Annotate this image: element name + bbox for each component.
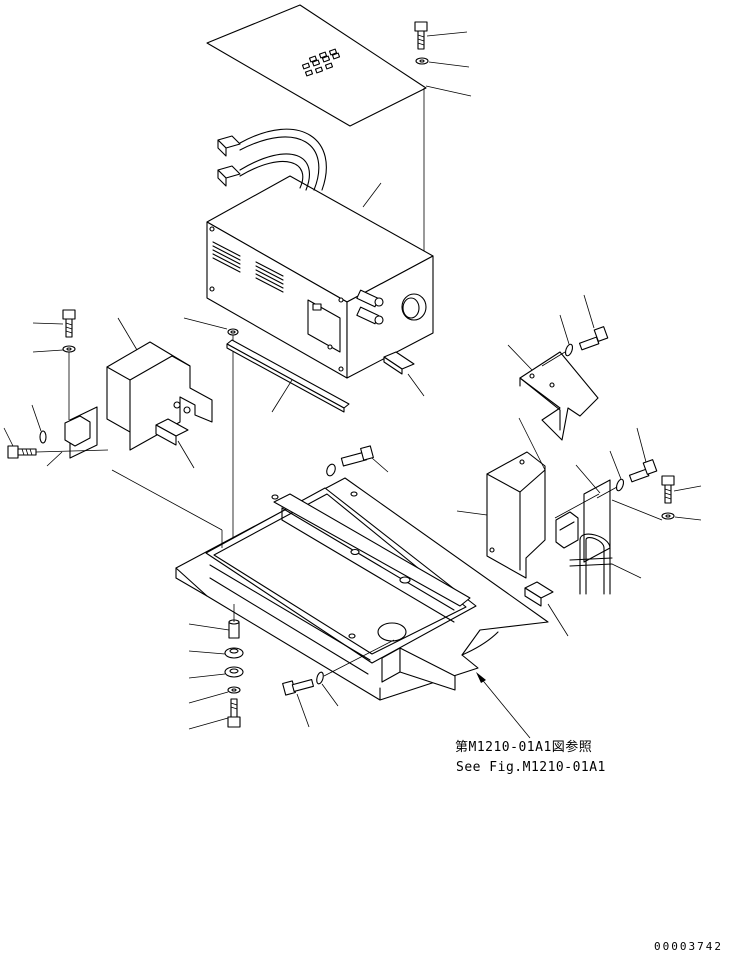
bolt-right-vertical <box>661 475 702 504</box>
right-top-cover <box>519 351 599 441</box>
spacer-pin <box>188 619 240 639</box>
long-strap <box>226 339 350 413</box>
washer-left-vertical <box>32 345 76 353</box>
leader-cover-plate <box>425 85 472 97</box>
washer-bottom-small <box>188 686 241 704</box>
bolt-tray-top <box>340 445 389 473</box>
washer-left-horizontal <box>31 404 47 444</box>
assembly-line-bottom-center <box>323 639 395 677</box>
bolt-right-upper <box>578 294 609 351</box>
washer-bottom-large <box>188 666 244 679</box>
assembly-line-right-plate-2 <box>575 464 601 494</box>
assembly-line-right-vertical <box>611 499 663 521</box>
base-tray-reference-arrow <box>476 672 531 739</box>
box-vent-right <box>255 261 284 293</box>
reference-note: 第M1210-01A1図参照 See Fig.M1210-01A1 <box>455 739 606 775</box>
box-side-fittings <box>356 289 384 325</box>
washer-tray-top <box>326 463 336 477</box>
right-clip <box>524 581 569 637</box>
left-cover-bracket <box>106 341 213 451</box>
assembly-line-right-mid <box>596 486 618 499</box>
leader-left-plate <box>46 451 63 467</box>
left-l-bracket <box>64 415 91 447</box>
bolt-left-vertical <box>32 309 76 338</box>
leader-right-side-cover <box>456 510 488 516</box>
bolt-left-horizontal <box>3 427 37 459</box>
box-round-connector <box>401 293 427 321</box>
washer-right-upper <box>559 314 574 357</box>
connector-plug-upper <box>217 135 241 157</box>
washer-right-vertical <box>661 512 702 521</box>
reference-note-en: See Fig.M1210-01A1 <box>456 760 606 775</box>
assembly-line-left-2 <box>35 449 109 453</box>
assembly-line-right-plate <box>554 493 600 519</box>
assembly-line-right-upper <box>541 351 566 367</box>
washer-bottom-center <box>316 671 339 707</box>
left-clip <box>155 418 195 469</box>
drawing-number: 00003742 <box>654 940 723 953</box>
bolt-right-mid <box>628 427 658 483</box>
u-bolt <box>569 533 642 595</box>
small-bracket-under-box <box>383 351 425 397</box>
assembly-line-left-to-tray <box>111 469 223 531</box>
assembly-line-right-side <box>518 417 546 471</box>
controller-box <box>206 175 434 379</box>
cover-plate-vent-pattern <box>301 48 341 77</box>
nut-bottom <box>188 647 244 659</box>
bolt-bottom-center <box>282 678 314 728</box>
leader-right-top-cover <box>507 344 533 371</box>
right-side-cover <box>486 451 546 579</box>
connector-plug-lower <box>217 165 241 187</box>
washer-box-left <box>183 317 239 336</box>
washer-top-right <box>415 57 470 68</box>
bolt-top-right <box>414 21 468 50</box>
right-mount-plate <box>555 479 611 563</box>
bolt-bottom-vertical <box>188 698 241 730</box>
reference-note-jp: 第M1210-01A1図参照 <box>455 739 592 755</box>
box-connector-panel <box>307 299 341 353</box>
cover-plate <box>206 4 427 127</box>
base-tray <box>175 477 549 701</box>
leader-left-cover <box>117 317 138 351</box>
washer-right-mid <box>609 450 625 492</box>
cable-harness <box>217 128 327 191</box>
box-vent-left <box>212 241 241 273</box>
